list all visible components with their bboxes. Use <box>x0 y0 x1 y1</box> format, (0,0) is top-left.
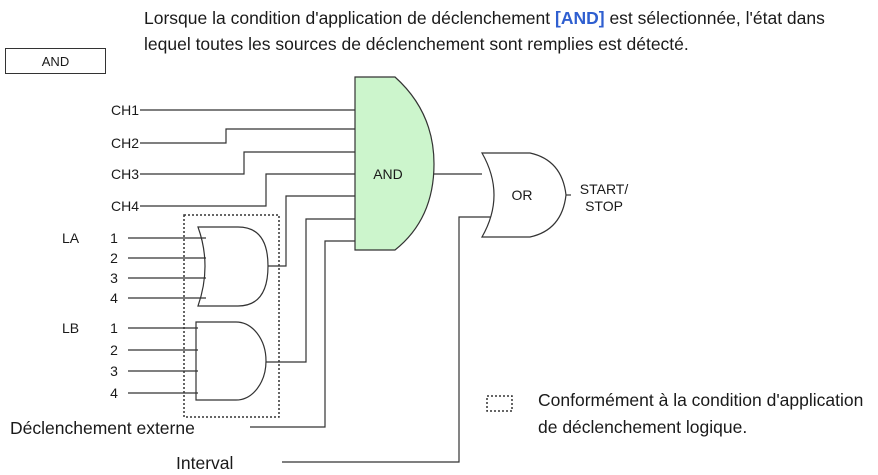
output-label-line2: STOP <box>585 198 623 214</box>
ch4-wire <box>140 173 355 207</box>
ch4-label: CH4 <box>111 198 139 214</box>
lb-input-wires <box>128 327 198 394</box>
and-gate-label: AND <box>373 166 403 182</box>
lb-num-4: 4 <box>110 385 118 401</box>
lb-num-2: 2 <box>110 342 118 358</box>
la-input-wires <box>128 237 206 299</box>
la-num-2: 2 <box>110 250 118 266</box>
legend-dotted-box <box>486 395 513 412</box>
intro-after: est sélectionnée, l'état dans lequel tou… <box>144 8 825 54</box>
lb-label: LB <box>62 320 79 336</box>
ch3-wire <box>140 151 355 175</box>
lb-and-gate <box>195 321 267 401</box>
and-gate <box>354 76 435 251</box>
output-label-line1: START/ <box>580 181 629 197</box>
lb-num-3: 3 <box>110 363 118 379</box>
ch3-label: CH3 <box>111 166 139 182</box>
intro-text: Lorsque la condition d'application de dé… <box>144 5 874 57</box>
or-gate-label: OR <box>512 187 533 203</box>
legend-text: Conformément à la condition d'applicatio… <box>538 390 864 437</box>
la-label: LA <box>62 230 80 246</box>
ch1-label: CH1 <box>111 102 139 118</box>
external-wire <box>250 240 355 428</box>
la-num-1: 1 <box>110 230 118 246</box>
la-output-wire <box>268 195 355 267</box>
interval-wire <box>282 216 497 463</box>
la-num-3: 3 <box>110 270 118 286</box>
or-gate <box>480 152 567 238</box>
interval-label: Interval <box>176 453 233 473</box>
intro-before: Lorsque la condition d'application de dé… <box>144 8 555 28</box>
ch2-label: CH2 <box>111 135 139 151</box>
external-trigger-label: Déclenchement externe <box>10 418 195 438</box>
logic-group-box <box>183 214 280 418</box>
la-or-gate <box>197 226 269 307</box>
lb-num-1: 1 <box>110 320 118 336</box>
intro-keyword: [AND] <box>555 8 605 28</box>
la-num-4: 4 <box>110 290 118 306</box>
lb-output-wire <box>266 218 355 363</box>
ch2-wire <box>140 128 355 144</box>
mode-and-box: AND <box>5 48 106 74</box>
